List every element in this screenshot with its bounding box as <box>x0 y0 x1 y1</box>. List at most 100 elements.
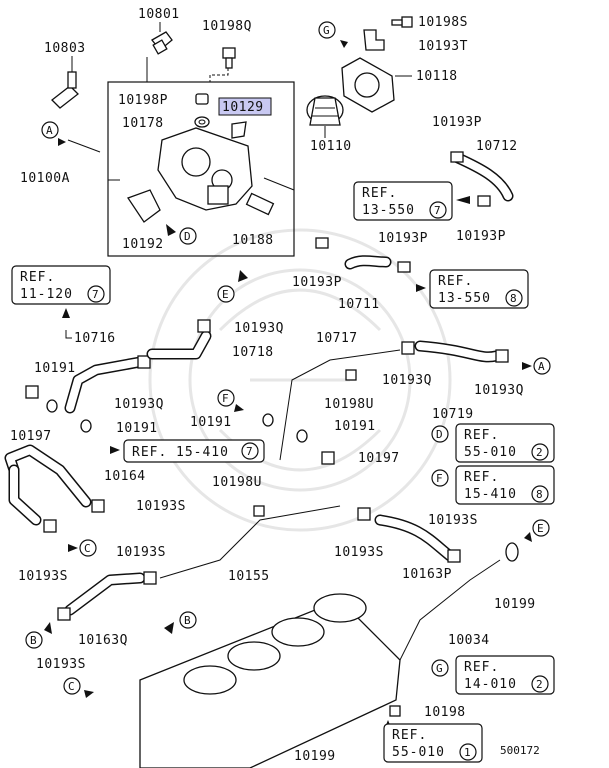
water-outlet-fitting[interactable] <box>157 127 253 211</box>
label-10164[interactable]: 10164 <box>104 469 146 484</box>
sensor-10188[interactable] <box>245 192 275 216</box>
clamp-10193s-e[interactable] <box>357 507 371 521</box>
label-10118[interactable]: 10118 <box>416 69 458 84</box>
ref-box-55-010-2[interactable]: REF. 55-010 2 <box>455 423 555 463</box>
label-10198u-a[interactable]: 10198U <box>324 397 374 412</box>
bracket-10193t[interactable] <box>363 29 385 51</box>
clamp-10193s-d[interactable] <box>57 607 71 621</box>
clamp-10193q-a[interactable] <box>137 355 151 369</box>
clamp-10193s-f[interactable] <box>447 549 461 563</box>
label-10198u-b[interactable]: 10198U <box>212 475 262 490</box>
bolt-10198u-b[interactable] <box>253 505 265 517</box>
label-10193s-b[interactable]: 10193S <box>18 569 68 584</box>
bolt-10197-a[interactable] <box>25 385 39 399</box>
bolt-10198u-a[interactable] <box>345 369 357 381</box>
label-10801[interactable]: 10801 <box>138 7 180 22</box>
ref-box-15-410-7[interactable]: REF. 15-410 7 <box>123 439 265 463</box>
ref-box-13-550-7[interactable]: REF. 13-550 7 <box>353 181 453 221</box>
clamp-10193p-c[interactable] <box>315 237 329 249</box>
bolt-10198s[interactable] <box>391 16 413 28</box>
thermostat-10110[interactable] <box>306 95 344 126</box>
label-10198q[interactable]: 10198Q <box>202 19 252 34</box>
label-10193q-d[interactable]: 10193Q <box>474 383 524 398</box>
label-10193s-a[interactable]: 10193S <box>136 499 186 514</box>
clamp-10193p-a[interactable] <box>450 151 464 163</box>
clamp-10193q-c[interactable] <box>401 341 415 355</box>
label-10193p-d[interactable]: 10193P <box>292 275 342 290</box>
label-10199-a[interactable]: 10199 <box>494 597 536 612</box>
label-10191-d[interactable]: 10191 <box>334 419 376 434</box>
clamp-10193s-a[interactable] <box>91 499 105 513</box>
gasket-10191-d[interactable] <box>296 429 308 443</box>
svg-text:1: 1 <box>464 746 471 759</box>
label-10163q[interactable]: 10163Q <box>78 633 128 648</box>
label-10191-a[interactable]: 10191 <box>34 361 76 376</box>
label-10198s[interactable]: 10198S <box>418 15 468 30</box>
clamp-10193s-b[interactable] <box>43 519 57 533</box>
label-10198p[interactable]: 10198P <box>118 93 168 108</box>
bolt-10198[interactable] <box>389 705 401 717</box>
marker-e-top <box>217 270 248 303</box>
label-10188[interactable]: 10188 <box>232 233 274 248</box>
gasket-10191-c[interactable] <box>262 413 274 427</box>
label-10155[interactable]: 10155 <box>228 569 270 584</box>
clamp-10193p-b[interactable] <box>477 195 491 207</box>
label-10129[interactable]: 10129 <box>222 100 264 115</box>
housing-10118[interactable] <box>341 57 395 113</box>
label-10716[interactable]: 10716 <box>74 331 116 346</box>
sensor-10801[interactable] <box>151 31 173 55</box>
label-10110[interactable]: 10110 <box>310 139 352 154</box>
label-10193q-c[interactable]: 10193Q <box>382 373 432 388</box>
gasket-10129[interactable] <box>231 121 247 139</box>
part-10129-highlight[interactable] <box>218 97 272 116</box>
gasket-10191-a[interactable] <box>46 399 58 413</box>
marker-f-mid <box>217 389 244 412</box>
label-10193p-a[interactable]: 10193P <box>432 115 482 130</box>
gasket-10191-b[interactable] <box>80 419 92 433</box>
clamp-10193s-c[interactable] <box>143 571 157 585</box>
clamp-10193q-b[interactable] <box>197 319 211 333</box>
label-10712[interactable]: 10712 <box>476 139 518 154</box>
ref-box-11-120-7[interactable]: REF. 11-120 7 <box>11 265 111 305</box>
label-10193q-a[interactable]: 10193Q <box>234 321 284 336</box>
label-10163p[interactable]: 10163P <box>402 567 452 582</box>
label-10192[interactable]: 10192 <box>122 237 164 252</box>
label-10034[interactable]: 10034 <box>448 633 490 648</box>
label-10803[interactable]: 10803 <box>44 41 86 56</box>
label-10193s-f[interactable]: 10193S <box>36 657 86 672</box>
plug-10198p[interactable] <box>195 93 209 105</box>
label-10193q-b[interactable]: 10193Q <box>114 397 164 412</box>
label-10178[interactable]: 10178 <box>122 116 164 131</box>
ref-box-14-010-2[interactable]: REF. 14-010 2 <box>455 655 555 695</box>
label-10199-b[interactable]: 10199 <box>294 749 336 764</box>
pipe-10717[interactable] <box>279 349 401 461</box>
ref-box-15-410-8[interactable]: REF. 15-410 8 <box>455 465 555 505</box>
label-10100a[interactable]: 10100A <box>20 171 70 186</box>
label-10197-b[interactable]: 10197 <box>358 451 400 466</box>
clamp-10193p-d[interactable] <box>397 261 411 273</box>
bolt-10197-b[interactable] <box>321 451 335 465</box>
label-10193p-b[interactable]: 10193P <box>456 229 506 244</box>
clamp-10193q-d[interactable] <box>495 349 509 363</box>
label-10191-c[interactable]: 10191 <box>190 415 232 430</box>
ref-box-13-550-8[interactable]: REF. 13-550 8 <box>429 269 529 309</box>
fitting-10192[interactable] <box>127 189 161 223</box>
oring-10178[interactable] <box>194 116 210 128</box>
label-10193t[interactable]: 10193T <box>418 39 468 54</box>
label-10193s-e[interactable]: 10193S <box>428 513 478 528</box>
bolt-10198q[interactable] <box>222 47 236 69</box>
label-10197-a[interactable]: 10197 <box>10 429 52 444</box>
label-10717[interactable]: 10717 <box>316 331 358 346</box>
label-10718[interactable]: 10718 <box>232 345 274 360</box>
oring-10199-a[interactable] <box>505 542 519 562</box>
label-10198[interactable]: 10198 <box>424 705 466 720</box>
label-10191-b[interactable]: 10191 <box>116 421 158 436</box>
ref-box-55-010-1[interactable]: REF. 55-010 1 <box>383 723 483 763</box>
label-10193s-d[interactable]: 10193S <box>334 545 384 560</box>
label-10711[interactable]: 10711 <box>338 297 380 312</box>
sensor-10803[interactable] <box>51 71 79 109</box>
pipe-10155[interactable] <box>159 505 341 579</box>
label-10193p-c[interactable]: 10193P <box>378 231 428 246</box>
label-10719[interactable]: 10719 <box>432 407 474 422</box>
label-10193s-c[interactable]: 10193S <box>116 545 166 560</box>
